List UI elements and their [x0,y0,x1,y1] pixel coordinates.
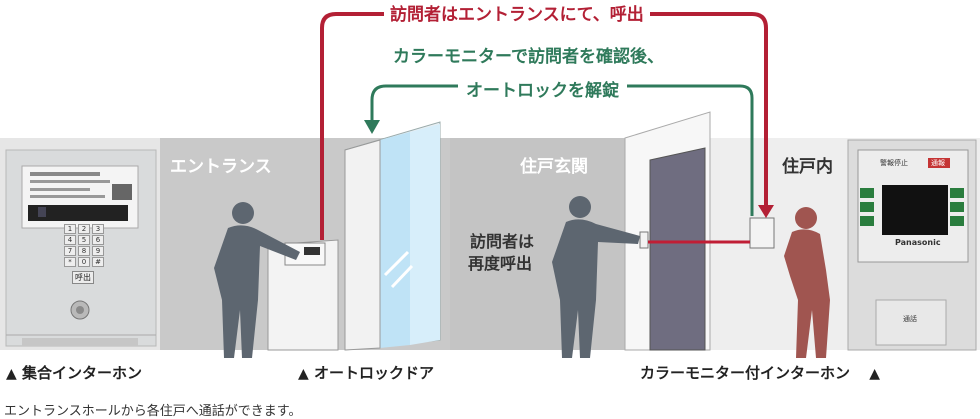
caption-monitor-text: カラーモニター付インターホン [640,364,851,382]
panel-key: 0 [78,257,90,267]
caption-triangle: ▲ [6,366,17,382]
monitor-btn-report: 通報 [931,159,945,167]
panel-key: 3 [92,224,104,234]
monitor-device [847,139,977,351]
panel-key: 6 [92,235,104,245]
panel-key: 1 [64,224,76,234]
caption-door-text: オートロックドア [314,364,435,382]
monitor-talk-label: 通話 [903,315,917,323]
caption-triangle: ▲ [298,366,309,382]
panel-key: # [92,257,104,267]
caption-door: ▲ オートロックドア [298,362,434,383]
unlock-flow-label-line2: オートロックを解錠 [458,76,627,101]
panel-key: 2 [78,224,90,234]
caption-triangle: ▲ [869,366,881,382]
monitor-brand: Panasonic [895,238,941,247]
unlock-flow-label-line1: カラーモニターで訪問者を確認後、 [393,47,664,67]
visitor-entrance-silhouette [214,202,300,358]
zone-label-inside: 住戸内 [782,157,833,177]
genkan-intercom-unit [749,217,775,249]
genkan-door [624,111,711,351]
caption-monitor: カラーモニター付インターホン ▲ [640,362,880,383]
zone-label-entrance: エントランス [170,157,272,177]
panel-key: 9 [92,246,104,256]
call-flow-label: 訪問者はエントランスにて、呼出 [384,0,650,25]
unlock-flow-arrowhead [364,120,380,134]
call-flow-arrowhead [758,205,774,218]
zone-label-genkan: 住戸玄関 [520,157,588,177]
monitor-btn-alarm-stop: 警報停止 [880,159,908,167]
counter [267,239,339,351]
panel-call-key: 呼出 [72,271,94,284]
genkan-note-line2: 再度呼出 [468,254,533,273]
autolock-door [344,121,441,351]
genkan-note-line1: 訪問者は [470,232,535,251]
resident-silhouette [784,207,830,358]
panel-keys: 1 2 3 4 5 6 7 8 9 * 0 # [64,224,104,267]
panel-key: 5 [78,235,90,245]
panel-key: 4 [64,235,76,245]
footnote: エントランスホールから各住戸へ通話ができます。 [4,404,302,419]
panel-key: * [64,257,76,267]
panel-key: 7 [64,246,76,256]
caption-panel-text: 集合インターホン [22,364,143,382]
panel-key: 8 [78,246,90,256]
visitor-genkan-silhouette [552,196,640,358]
caption-panel: ▲ 集合インターホン [6,362,142,383]
